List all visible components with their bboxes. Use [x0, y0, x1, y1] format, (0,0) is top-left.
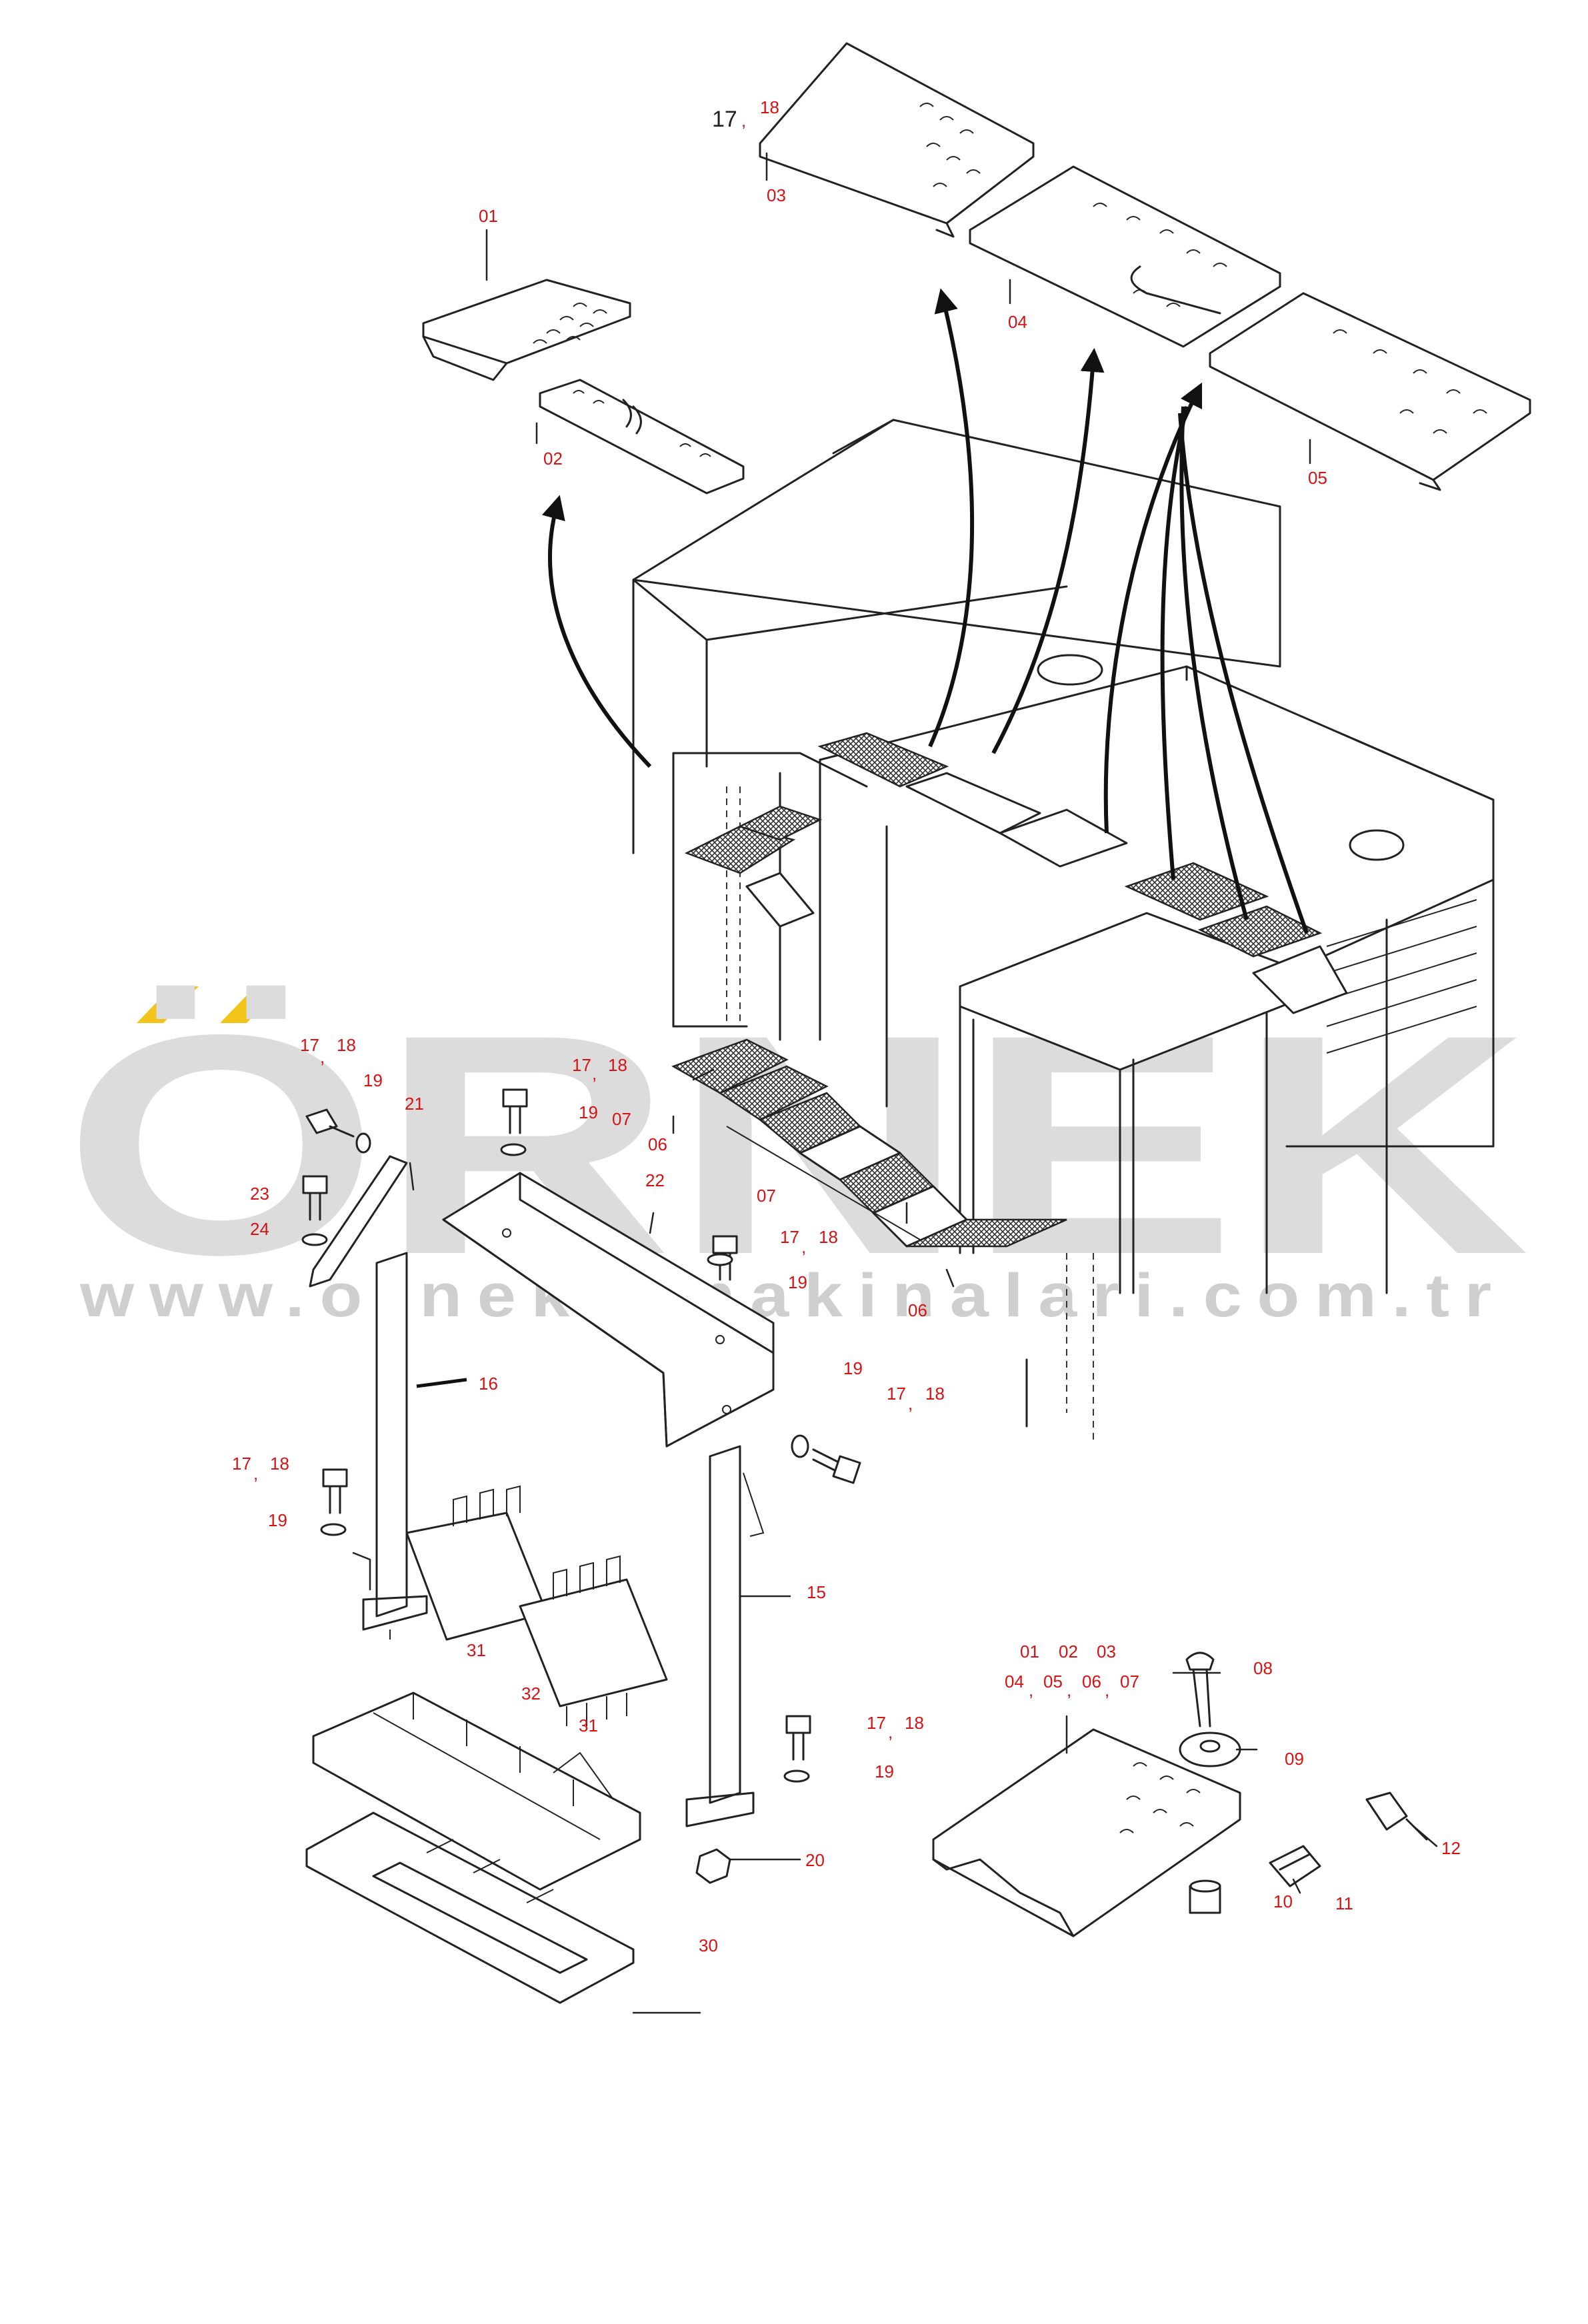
callout-21: 21	[405, 1094, 424, 1114]
callout-18-b: 18	[608, 1055, 627, 1075]
callout-32: 32	[521, 1684, 541, 1704]
callout-24: 24	[250, 1219, 269, 1239]
callout-19-c: 19	[788, 1272, 807, 1292]
callout-10: 10	[1273, 1891, 1293, 1911]
legend-01: 01	[1020, 1642, 1039, 1662]
callout-18-f: 18	[905, 1713, 924, 1733]
callout-09: 09	[1285, 1749, 1304, 1769]
grating-01	[422, 279, 631, 381]
callout-22: 22	[645, 1170, 665, 1190]
callout-18-a: 18	[337, 1035, 356, 1055]
callout-30: 30	[699, 1935, 718, 1955]
callout-06-a: 06	[648, 1134, 667, 1154]
grating-02	[539, 379, 745, 495]
callout-17-e: 17	[232, 1454, 251, 1474]
comma-b: ,	[592, 1064, 597, 1084]
legend-06: 06	[1082, 1672, 1101, 1692]
comma-a: ,	[320, 1047, 325, 1067]
legend-comma-1: ,	[1029, 1680, 1033, 1700]
callout-03: 03	[767, 185, 786, 205]
callout-19-e: 19	[268, 1510, 287, 1530]
callout-05: 05	[1308, 468, 1327, 488]
callout-18-e: 18	[270, 1454, 289, 1474]
callout-11: 11	[1335, 1893, 1353, 1913]
callout-19-f: 19	[875, 1761, 894, 1781]
callout-01: 01	[479, 206, 498, 226]
fasteners	[301, 1088, 861, 1884]
machine-body	[632, 419, 1495, 1440]
callout-17-c: 17	[780, 1227, 799, 1247]
assembly-arrows	[541, 288, 1309, 934]
callout-31-b: 31	[579, 1716, 598, 1736]
callout-12: 12	[1441, 1838, 1461, 1858]
callout-17-f: 17	[867, 1713, 886, 1733]
callout-04: 04	[1008, 312, 1027, 332]
callout-17-top: 17	[712, 107, 737, 132]
callout-06-b: 06	[908, 1300, 927, 1320]
callout-19-d: 19	[843, 1358, 863, 1378]
callout-02: 02	[543, 449, 563, 469]
callout-07-a: 07	[612, 1109, 631, 1129]
callout-15: 15	[807, 1582, 826, 1602]
callout-31-a: 31	[467, 1640, 486, 1660]
legend-02: 02	[1059, 1642, 1078, 1662]
stand-assembly	[305, 1155, 775, 2004]
callout-19-b: 19	[579, 1102, 598, 1122]
legend-04: 04	[1005, 1672, 1024, 1692]
legend-07: 07	[1120, 1672, 1139, 1692]
comma-top: ,	[741, 111, 746, 131]
watermark-accent-left	[137, 986, 199, 1023]
callout-08: 08	[1253, 1658, 1273, 1678]
comma-c: ,	[801, 1237, 806, 1257]
callout-18-top: 18	[760, 97, 779, 117]
watermark-accent-right	[220, 986, 282, 1023]
callout-16: 16	[479, 1374, 498, 1394]
callout-07-b: 07	[757, 1186, 776, 1206]
leader-lines	[352, 152, 1438, 2014]
comma-e: ,	[253, 1464, 258, 1484]
callout-17-d: 17	[887, 1384, 906, 1404]
comma-d: ,	[908, 1394, 913, 1414]
legend-comma-3: ,	[1105, 1680, 1109, 1700]
legend-comma-2: ,	[1067, 1680, 1071, 1700]
grating-03	[759, 42, 1035, 238]
callout-17-a: 17	[300, 1035, 319, 1055]
callout-17-b: 17	[572, 1055, 591, 1075]
grating-05	[1209, 292, 1531, 491]
callout-labels: 01 02 17 , 18 03 04 05 17 , 18 19 21 23 …	[232, 97, 1461, 1955]
callout-23: 23	[250, 1184, 269, 1204]
legend-05: 05	[1043, 1672, 1063, 1692]
callout-18-d: 18	[925, 1384, 945, 1404]
callout-20: 20	[805, 1850, 825, 1870]
grating-04	[969, 165, 1281, 348]
callout-19-a: 19	[363, 1070, 383, 1090]
comma-f: ,	[888, 1722, 893, 1742]
detail-grating	[932, 1652, 1428, 1937]
legend-03: 03	[1097, 1642, 1116, 1662]
callout-18-c: 18	[819, 1227, 838, 1247]
